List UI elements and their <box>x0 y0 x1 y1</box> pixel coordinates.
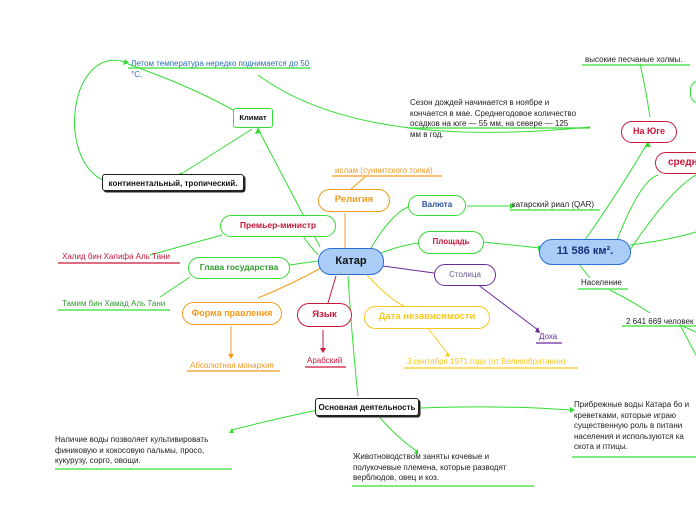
language-node[interactable]: Язык <box>297 303 352 327</box>
activity-water-text: Наличие воды позволяет культивировать фи… <box>55 435 209 465</box>
link-pm-value <box>149 234 223 256</box>
link-climate-type <box>177 128 253 177</box>
link-head-value <box>159 276 191 298</box>
link-currency <box>369 206 409 251</box>
prime-minister-value: Халид бин Халифа Аль Тани <box>62 252 170 261</box>
link-language <box>327 275 337 304</box>
link-capital <box>382 265 435 274</box>
activity-livestock-text: Животноводством заняты кочевые и полукоч… <box>353 452 507 482</box>
center-node[interactable]: Катар <box>318 248 384 275</box>
activity-fishing-text: Прибрежные воды Катара бо и креветками, … <box>574 400 690 451</box>
population-label: Население <box>581 278 622 287</box>
area-value: 11 586 км². <box>556 245 614 257</box>
link-climate-loop <box>74 59 126 182</box>
center-title: Катар <box>335 255 367 267</box>
climate-type-label: континентальный, тропический. <box>108 179 238 188</box>
link-area-right2 <box>629 174 696 251</box>
arrow-currency-value <box>510 203 515 209</box>
currency-title: Валюта <box>421 200 453 209</box>
south-title: На Юге <box>632 126 666 136</box>
arrow-capital-value <box>535 327 540 333</box>
link-population-value <box>609 289 651 314</box>
capital-title: Столица <box>449 270 481 279</box>
climate-type-node[interactable]: континентальный, тропический. <box>102 174 244 191</box>
link-independence-value <box>427 327 449 355</box>
arrow-activity-water <box>229 428 234 433</box>
government-value: Абсолютная монархия <box>190 361 274 370</box>
arrow-climate-loop <box>123 59 129 65</box>
language-title: Язык <box>312 309 337 320</box>
link-activity-livestock <box>379 417 419 453</box>
link-south <box>584 141 649 241</box>
currency-node[interactable]: Валюта <box>408 195 466 216</box>
link-population <box>577 262 591 279</box>
link-activity-fishing <box>419 406 571 411</box>
activity-node[interactable]: Основная деятельность <box>315 398 419 416</box>
independence-title: Дата независимости <box>378 311 476 322</box>
arrow-independence-value <box>445 352 450 357</box>
arrow-government-value <box>228 354 234 359</box>
head-of-state-value: Тамим бин Хамад Аль Тани <box>62 299 166 308</box>
arrow-activity-fishing <box>570 407 575 413</box>
link-south-text <box>639 63 651 118</box>
prime-minister-title: Премьер-министр <box>239 220 317 230</box>
link-area-value <box>482 241 541 249</box>
link-government <box>257 267 322 299</box>
prime-minister-node[interactable]: Премьер-министр <box>220 215 336 237</box>
religion-value: ислам (суннитского толка) <box>335 166 433 175</box>
link-area <box>375 242 421 256</box>
independence-value: 3 сентября 1971 года (от Великобритании) <box>407 357 566 366</box>
capital-value: Доха <box>539 332 558 341</box>
independence-node[interactable]: Дата независимости <box>364 306 490 329</box>
area-value-node[interactable]: 11 586 км². <box>539 239 631 265</box>
south-text: высокие песчаные холмы. <box>585 55 683 64</box>
area-node[interactable]: Площадь <box>418 231 484 254</box>
link-independence <box>366 274 405 307</box>
climate-rain-text: Сезон дождей начинается в ноябре и конча… <box>410 98 577 139</box>
link-population-right2 <box>679 324 696 356</box>
government-node[interactable]: Форма правления <box>182 302 282 325</box>
middle-title: средн <box>668 157 696 168</box>
link-activity <box>347 275 359 397</box>
capital-node[interactable]: Столица <box>434 264 496 286</box>
link-middle <box>614 174 659 246</box>
religion-node[interactable]: Религия <box>318 189 390 212</box>
link-climate-temp <box>127 63 239 114</box>
head-of-state-node[interactable]: Глава государства <box>188 257 290 279</box>
arrow-south <box>645 141 651 147</box>
climate-title: Климат <box>239 113 267 122</box>
activity-title: Основная деятельность <box>318 403 416 412</box>
arrow-language-value <box>320 348 326 353</box>
middle-node[interactable]: средн <box>655 152 696 174</box>
south-node[interactable]: На Юге <box>621 121 677 143</box>
head-of-state-title: Глава государства <box>199 262 279 272</box>
currency-value: катарский риал (QAR) <box>512 200 595 209</box>
climate-node[interactable]: Климат <box>233 108 273 128</box>
link-activity-water <box>231 409 319 431</box>
area-title: Площадь <box>432 237 470 246</box>
link-religion-value <box>349 176 366 191</box>
link-climate-rain <box>257 74 591 133</box>
government-title: Форма правления <box>191 308 273 318</box>
arrow-activity-livestock <box>414 449 418 455</box>
language-value: Арабский <box>307 356 343 365</box>
climate-temp-text: Летом температура нередко поднимается до… <box>131 59 310 79</box>
religion-title: Религия <box>334 194 374 205</box>
population-value: 2 641 669 человек <box>626 317 694 326</box>
link-area-right <box>629 231 696 246</box>
link-capital-value <box>476 283 539 331</box>
arrow-climate <box>255 127 261 134</box>
